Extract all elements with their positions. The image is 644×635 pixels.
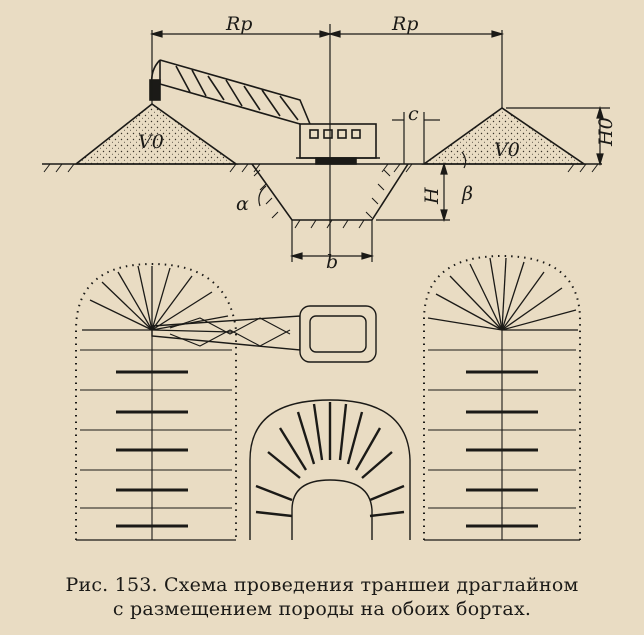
machine-cab [299,123,377,159]
b-dimension [289,220,375,262]
left-pile-outline [75,262,237,540]
machine-plan-body [299,305,377,363]
figure-caption-line-2: с размещением породы на обоих бортах. [112,598,532,620]
ground-hatching [43,163,599,229]
label-beta: β [461,183,473,205]
beta-angle [461,151,467,169]
label-b: b [326,251,338,273]
trench-profile [251,163,409,221]
trench-plan-inner [291,479,373,540]
h-dimension [376,161,450,223]
section-view [42,24,610,262]
trench-plan-rays [255,402,405,518]
label-v0-left: V0 [138,131,164,153]
label-h0: H0 [595,117,617,147]
right-pile-rays [427,257,578,331]
rp-dimensions [149,24,505,260]
label-alpha: α [236,193,249,215]
trench-plan-outer [249,399,411,540]
dragline-machine [149,59,380,165]
dragline-plan [151,305,377,363]
boom-plan [151,315,301,351]
boom-truss [159,59,311,125]
label-rp-right: Rp [391,13,418,35]
plan-view [75,254,581,541]
left-spoil-pile [73,102,239,165]
label-c: c [408,103,419,125]
label-v0-right: V0 [494,139,520,161]
label-h: H [421,187,443,205]
figure-caption-line-1: Рис. 153. Схема проведения траншеи драгл… [65,574,579,596]
right-spoil-pile [421,107,587,165]
h0-dimension [506,105,610,167]
right-pile-rows [428,330,576,540]
left-pile-rows [80,330,232,540]
alpha-angle [258,185,267,207]
label-rp-left: Rp [225,13,252,35]
c-dimension [392,112,440,164]
